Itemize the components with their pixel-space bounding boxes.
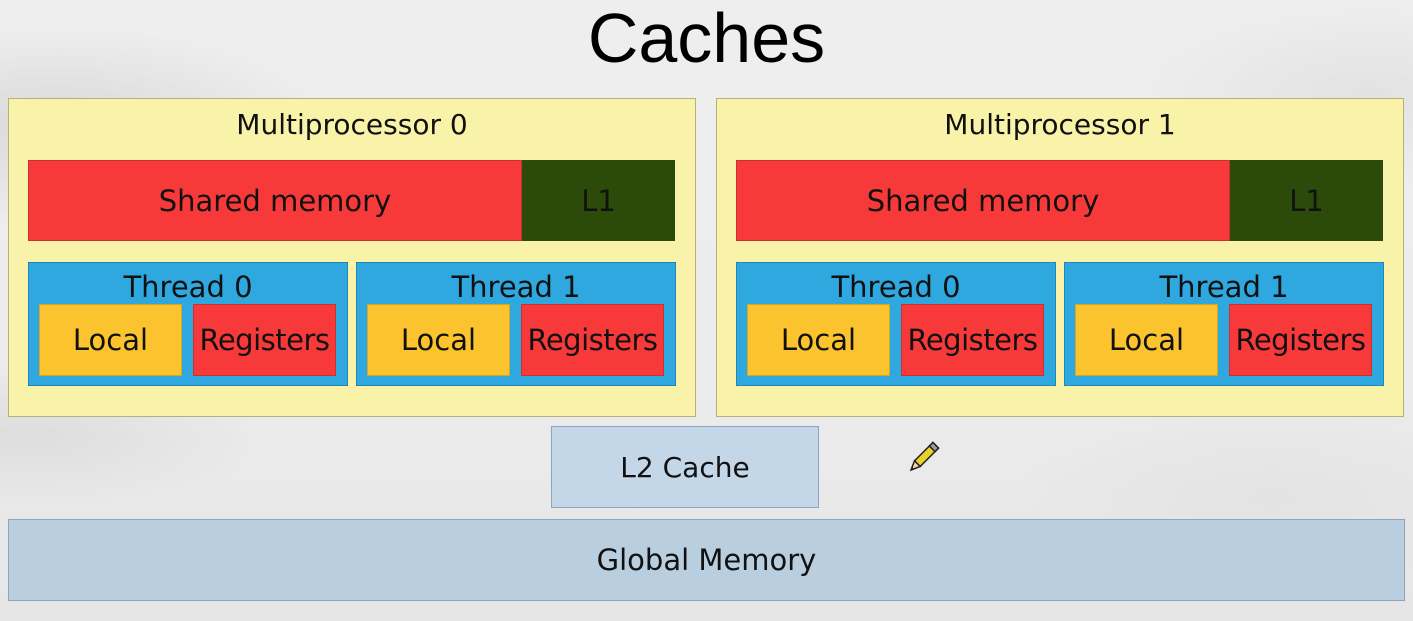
thread-1-box: Thread 1 Local Registers	[1064, 262, 1384, 386]
multiprocessor-1-box: Multiprocessor 1 Shared memory L1 Thread…	[716, 98, 1404, 417]
thread-label: Thread 1	[1159, 270, 1289, 304]
shared-memory-block: Shared memory	[28, 160, 522, 241]
local-memory-block: Local	[367, 304, 510, 376]
l1-cache-block: L1	[1230, 160, 1383, 241]
multiprocessor-label: Multiprocessor 0	[236, 108, 468, 141]
local-memory-block: Local	[1075, 304, 1218, 376]
thread-1-box: Thread 1 Local Registers	[356, 262, 676, 386]
thread-label: Thread 0	[123, 270, 253, 304]
thread-0-box: Thread 0 Local Registers	[736, 262, 1056, 386]
registers-block: Registers	[193, 304, 336, 376]
shared-memory-block: Shared memory	[736, 160, 1230, 241]
local-memory-block: Local	[747, 304, 890, 376]
thread-label: Thread 1	[451, 270, 581, 304]
multiprocessor-0-box: Multiprocessor 0 Shared memory L1 Thread…	[8, 98, 696, 417]
registers-block: Registers	[521, 304, 664, 376]
registers-block: Registers	[901, 304, 1044, 376]
l1-cache-block: L1	[522, 160, 675, 241]
l2-cache-block: L2 Cache	[551, 426, 819, 508]
thread-label: Thread 0	[831, 270, 961, 304]
multiprocessor-label: Multiprocessor 1	[944, 108, 1176, 141]
local-memory-block: Local	[39, 304, 182, 376]
page-title: Caches	[587, 0, 826, 77]
thread-0-box: Thread 0 Local Registers	[28, 262, 348, 386]
pencil-icon	[909, 441, 940, 472]
registers-block: Registers	[1229, 304, 1372, 376]
global-memory-block: Global Memory	[8, 519, 1405, 601]
